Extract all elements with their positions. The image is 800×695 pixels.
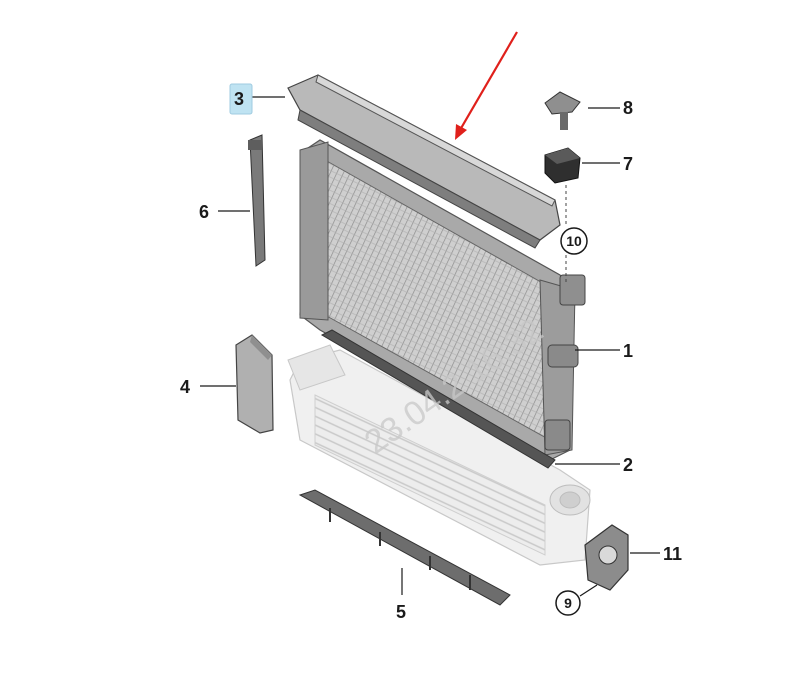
- side-bracket-left: [248, 134, 266, 267]
- callout-8[interactable]: 8: [623, 98, 633, 118]
- callout-3[interactable]: 3: [234, 89, 244, 109]
- callout-highlight: [229, 83, 253, 115]
- mount-bracket-right: [584, 524, 629, 591]
- seal-strip: [320, 329, 556, 469]
- radiator: [299, 139, 586, 461]
- callout-9: 9: [564, 595, 572, 611]
- lower-bracket: [298, 489, 511, 606]
- callout-10: 10: [566, 233, 582, 249]
- rubber-bushing: [544, 147, 581, 184]
- callout-10-badge[interactable]: 10: [560, 227, 588, 255]
- callout-5[interactable]: 5: [396, 602, 406, 622]
- intercooler: [287, 344, 591, 566]
- callout-1[interactable]: 1: [623, 341, 633, 361]
- callout-2[interactable]: 2: [623, 455, 633, 475]
- rubber-mount-top: [544, 91, 581, 130]
- callout-7[interactable]: 7: [623, 154, 633, 174]
- callout-4[interactable]: 4: [180, 377, 190, 397]
- callout-6[interactable]: 6: [199, 202, 209, 222]
- callout-11[interactable]: 11: [663, 544, 682, 564]
- top-air-duct: [287, 74, 561, 249]
- callout-9-badge[interactable]: 9: [555, 590, 581, 616]
- side-air-guide: [235, 334, 274, 434]
- leader-line-9: [579, 584, 598, 597]
- indicator-arrow: [455, 31, 518, 140]
